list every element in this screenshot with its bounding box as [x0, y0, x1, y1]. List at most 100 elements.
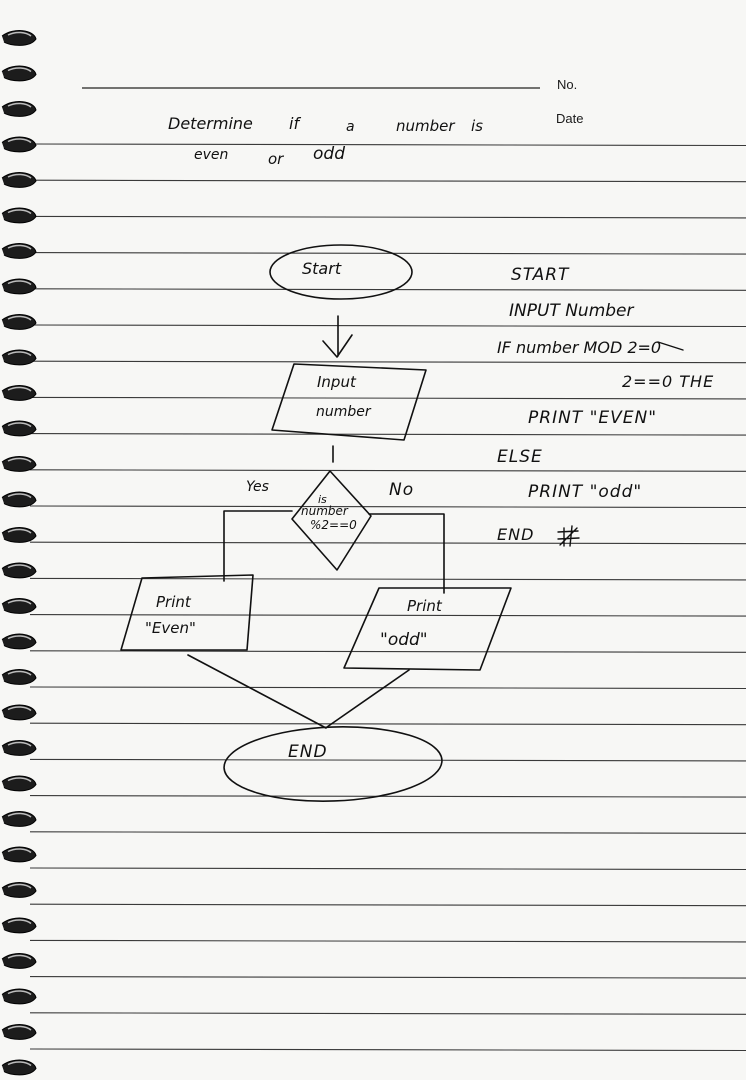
title-word-or: or: [268, 150, 284, 168]
strike-mark: [657, 341, 684, 351]
input-label-line2: number: [316, 404, 371, 420]
title-word-odd: odd: [313, 144, 345, 164]
rule-line: [29, 577, 746, 581]
rule-line: [29, 903, 746, 907]
spiral-ring-highlight: [7, 706, 32, 712]
spiral-ring-highlight: [7, 209, 32, 215]
rule-line: [29, 976, 746, 979]
pseudocode-line: IF number MOD 2=0: [497, 338, 662, 357]
scribble-mark: [557, 525, 580, 547]
pseudocode-line: PRINT "odd": [528, 482, 643, 502]
rule-line: [29, 686, 746, 690]
spiral-ring-highlight: [7, 386, 32, 392]
no-label: No.: [557, 77, 578, 92]
spiral-ring-highlight: [7, 102, 32, 108]
spiral-ring-highlight: [7, 1061, 32, 1067]
input-parallelogram: [271, 363, 427, 441]
rule-line: [29, 215, 746, 219]
rule-line: [29, 252, 746, 255]
rule-line: [29, 143, 746, 147]
spiral-ring-highlight: [7, 635, 32, 641]
rule-line: [29, 867, 746, 871]
rule-line: [29, 1048, 746, 1052]
spiral-binding: [1, 30, 37, 1076]
rule-line: [29, 650, 746, 653]
spiral-ring-highlight: [7, 883, 32, 889]
title-word-is: is: [471, 117, 483, 135]
pseudocode-line: 2==0 THE: [622, 372, 715, 391]
pseudocode-line: END: [497, 525, 535, 544]
arrow-start-to-input: [322, 315, 353, 358]
spiral-ring-highlight: [7, 812, 32, 818]
rule-line: [29, 722, 746, 726]
print-even-line1: Print: [156, 593, 191, 611]
spiral-ring-highlight: [7, 564, 32, 570]
rule-line: [29, 288, 746, 291]
spiral-ring-highlight: [7, 351, 32, 357]
print-even-line2: "Even": [145, 619, 196, 637]
rule-line: [29, 831, 746, 834]
yes-branch-line: [223, 510, 293, 582]
print-odd-shape: [343, 587, 512, 671]
input-label-line1: Input: [317, 373, 356, 391]
title-word-determine: Determine: [168, 114, 253, 133]
spiral-ring-highlight: [7, 919, 32, 925]
start-label: Start: [302, 259, 342, 278]
title-word-if: if: [289, 114, 300, 133]
spiral-ring-highlight: [7, 670, 32, 676]
spiral-ring-highlight: [7, 67, 32, 73]
rule-line: [29, 758, 746, 762]
end-label: END: [288, 742, 328, 762]
no-branch-line: [368, 513, 445, 594]
spiral-ring-highlight: [7, 528, 32, 534]
decision-diamond: [291, 470, 372, 571]
spiral-ring-highlight: [7, 493, 32, 499]
spiral-ring-highlight: [7, 990, 32, 996]
rule-line: [29, 1012, 746, 1015]
decision-label-line1: is: [318, 493, 327, 506]
decision-label-line2: number: [301, 504, 348, 518]
decision-label-line3: %2==0: [310, 518, 357, 532]
rule-line: [29, 179, 746, 183]
print-odd-line2: "odd": [380, 630, 428, 650]
date-label: Date: [556, 111, 584, 126]
spiral-ring-highlight: [7, 457, 32, 463]
rule-line: [29, 614, 746, 617]
spiral-ring-highlight: [7, 280, 32, 286]
spiral-ring-highlight: [7, 422, 32, 428]
spiral-ring-highlight: [7, 777, 32, 783]
print-even-shape: [120, 574, 254, 651]
title-word-even: even: [194, 147, 229, 163]
spiral-ring-highlight: [7, 173, 32, 179]
rule-line: [29, 541, 746, 545]
spiral-ring-highlight: [7, 741, 32, 747]
spiral-ring-highlight: [7, 848, 32, 854]
start-terminal-shape: [269, 244, 413, 300]
pseudocode-line: PRINT "EVEN": [528, 408, 658, 428]
rule-line: [29, 939, 746, 943]
title-word-a: a: [346, 119, 355, 135]
connector-even-to-end: [187, 654, 327, 729]
pseudocode-line: INPUT Number: [509, 301, 634, 321]
rule-line: [29, 433, 746, 436]
spiral-ring-highlight: [7, 315, 32, 321]
rule-line: [29, 469, 746, 472]
rule-line: [29, 795, 746, 798]
end-terminal-shape: [223, 726, 443, 802]
no-label-branch: No: [389, 480, 415, 500]
pseudocode-line: START: [511, 265, 570, 285]
spiral-ring-highlight: [7, 599, 32, 605]
pseudocode-line: ELSE: [497, 447, 543, 467]
ruled-lines: [29, 143, 746, 1052]
spiral-ring-highlight: [7, 244, 32, 250]
yes-label: Yes: [246, 479, 269, 495]
rule-line: [29, 396, 746, 400]
rule-line: [29, 505, 746, 509]
connector-odd-to-end: [326, 669, 410, 728]
rule-line: [29, 324, 746, 328]
spiral-ring-highlight: [7, 31, 32, 37]
spiral-ring-highlight: [7, 1025, 32, 1031]
spiral-ring-highlight: [7, 954, 32, 960]
